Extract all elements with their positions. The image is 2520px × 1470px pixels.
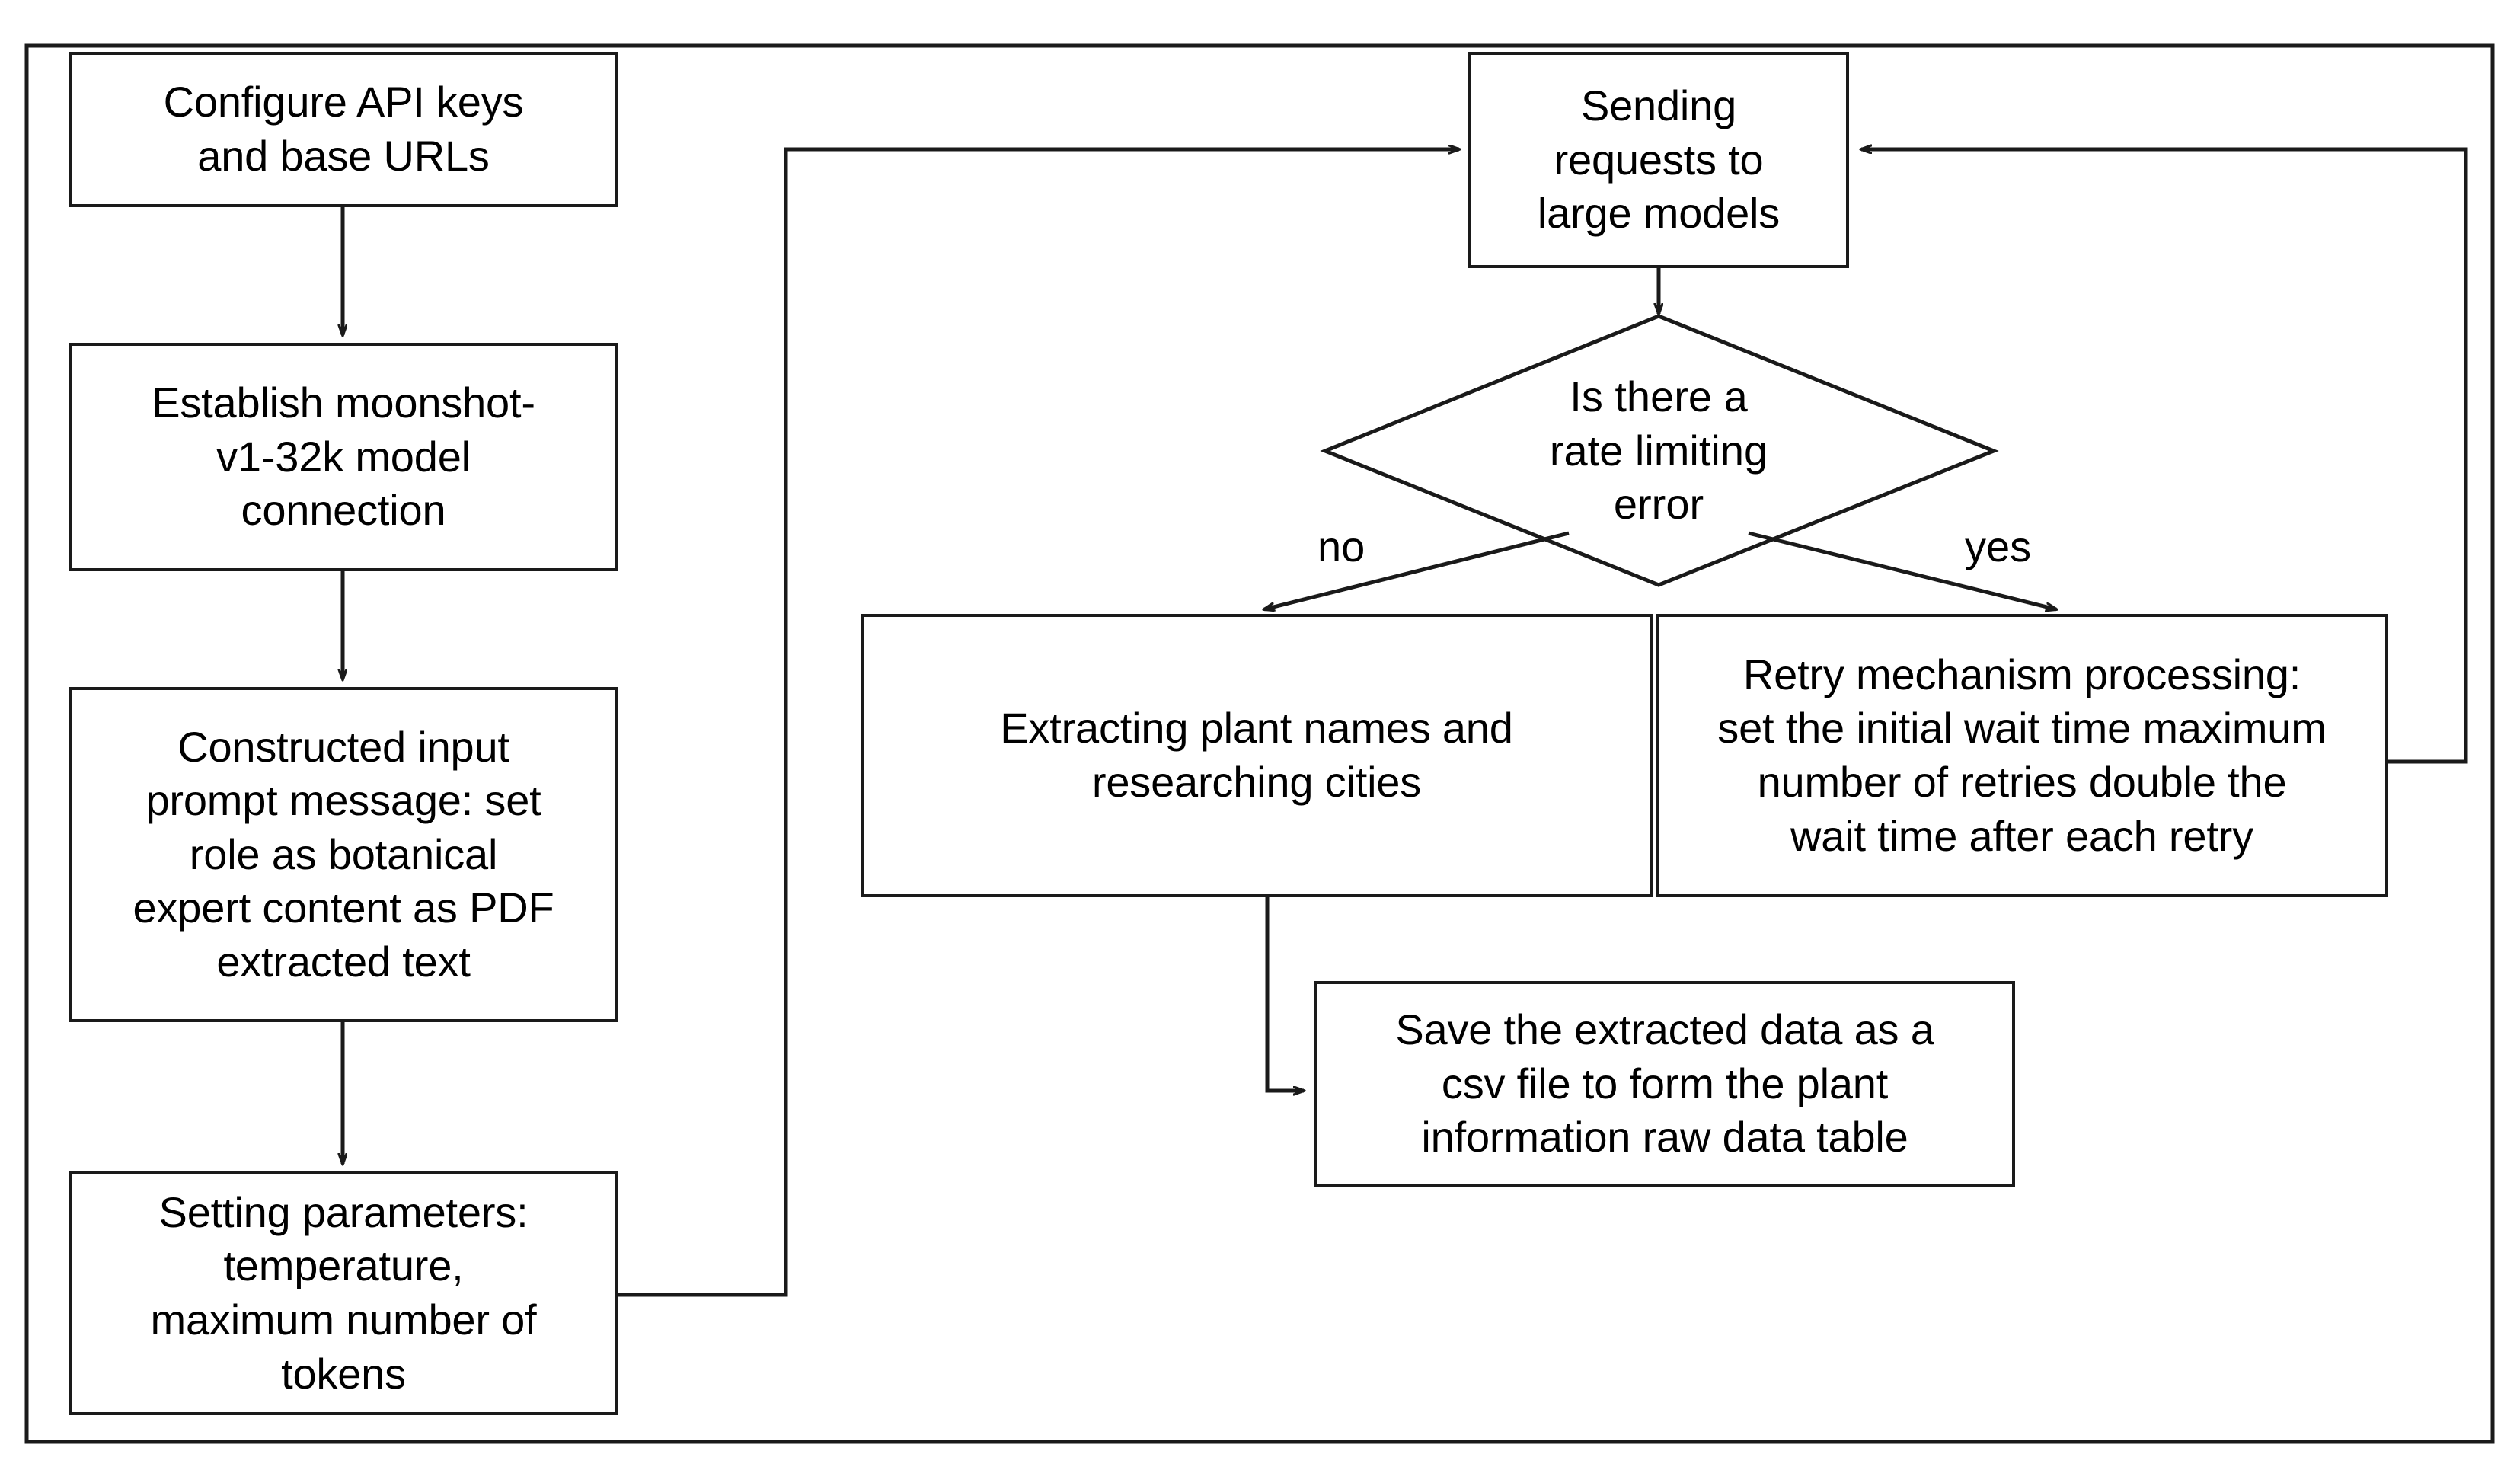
edge-retry-to-sending bbox=[1861, 149, 2468, 764]
edge-label-no: no bbox=[1317, 522, 1365, 570]
outer-frame bbox=[24, 43, 2495, 1444]
node-save-csv-label: Save the extracted data as a csv file to… bbox=[1395, 1005, 1934, 1162]
node-establish-model[interactable]: Establish moonshot- v1-32k model connect… bbox=[69, 343, 618, 571]
edge-decision-yes-to-retry bbox=[1748, 531, 2056, 609]
node-rate-limit-decision[interactable]: Is there a rate limiting error bbox=[1549, 372, 1768, 529]
node-configure-api-label: Configure API keys and base URLs bbox=[163, 78, 524, 180]
node-extract-plants[interactable]: Extracting plant names and researching c… bbox=[861, 614, 1653, 897]
edge-extract-to-save bbox=[1265, 897, 1304, 1091]
node-extract-plants-label: Extracting plant names and researching c… bbox=[1000, 704, 1513, 806]
node-retry-mechanism-label: Retry mechanism processing: set the init… bbox=[1717, 650, 2327, 860]
node-setting-parameters[interactable]: Setting parameters: temperature, maximum… bbox=[69, 1171, 618, 1415]
node-setting-parameters-label: Setting parameters: temperature, maximum… bbox=[150, 1187, 537, 1398]
node-sending-requests[interactable]: Sending requests to large models bbox=[1468, 52, 1849, 268]
decision-diamond bbox=[1320, 314, 1999, 587]
node-establish-model-label: Establish moonshot- v1-32k model connect… bbox=[152, 379, 535, 535]
node-save-csv[interactable]: Save the extracted data as a csv file to… bbox=[1314, 981, 2015, 1187]
node-construct-prompt[interactable]: Constructed input prompt message: set ro… bbox=[69, 687, 618, 1022]
node-configure-api[interactable]: Configure API keys and base URLs bbox=[69, 52, 618, 207]
edge-label-yes: yes bbox=[1965, 522, 2032, 570]
node-retry-mechanism[interactable]: Retry mechanism processing: set the init… bbox=[1656, 614, 2388, 897]
edge-decision-no-to-extract bbox=[1264, 531, 1570, 609]
edge-setting-to-sending bbox=[618, 149, 1459, 1297]
node-construct-prompt-label: Constructed input prompt message: set ro… bbox=[133, 722, 554, 986]
node-sending-requests-label: Sending requests to large models bbox=[1537, 81, 1781, 238]
